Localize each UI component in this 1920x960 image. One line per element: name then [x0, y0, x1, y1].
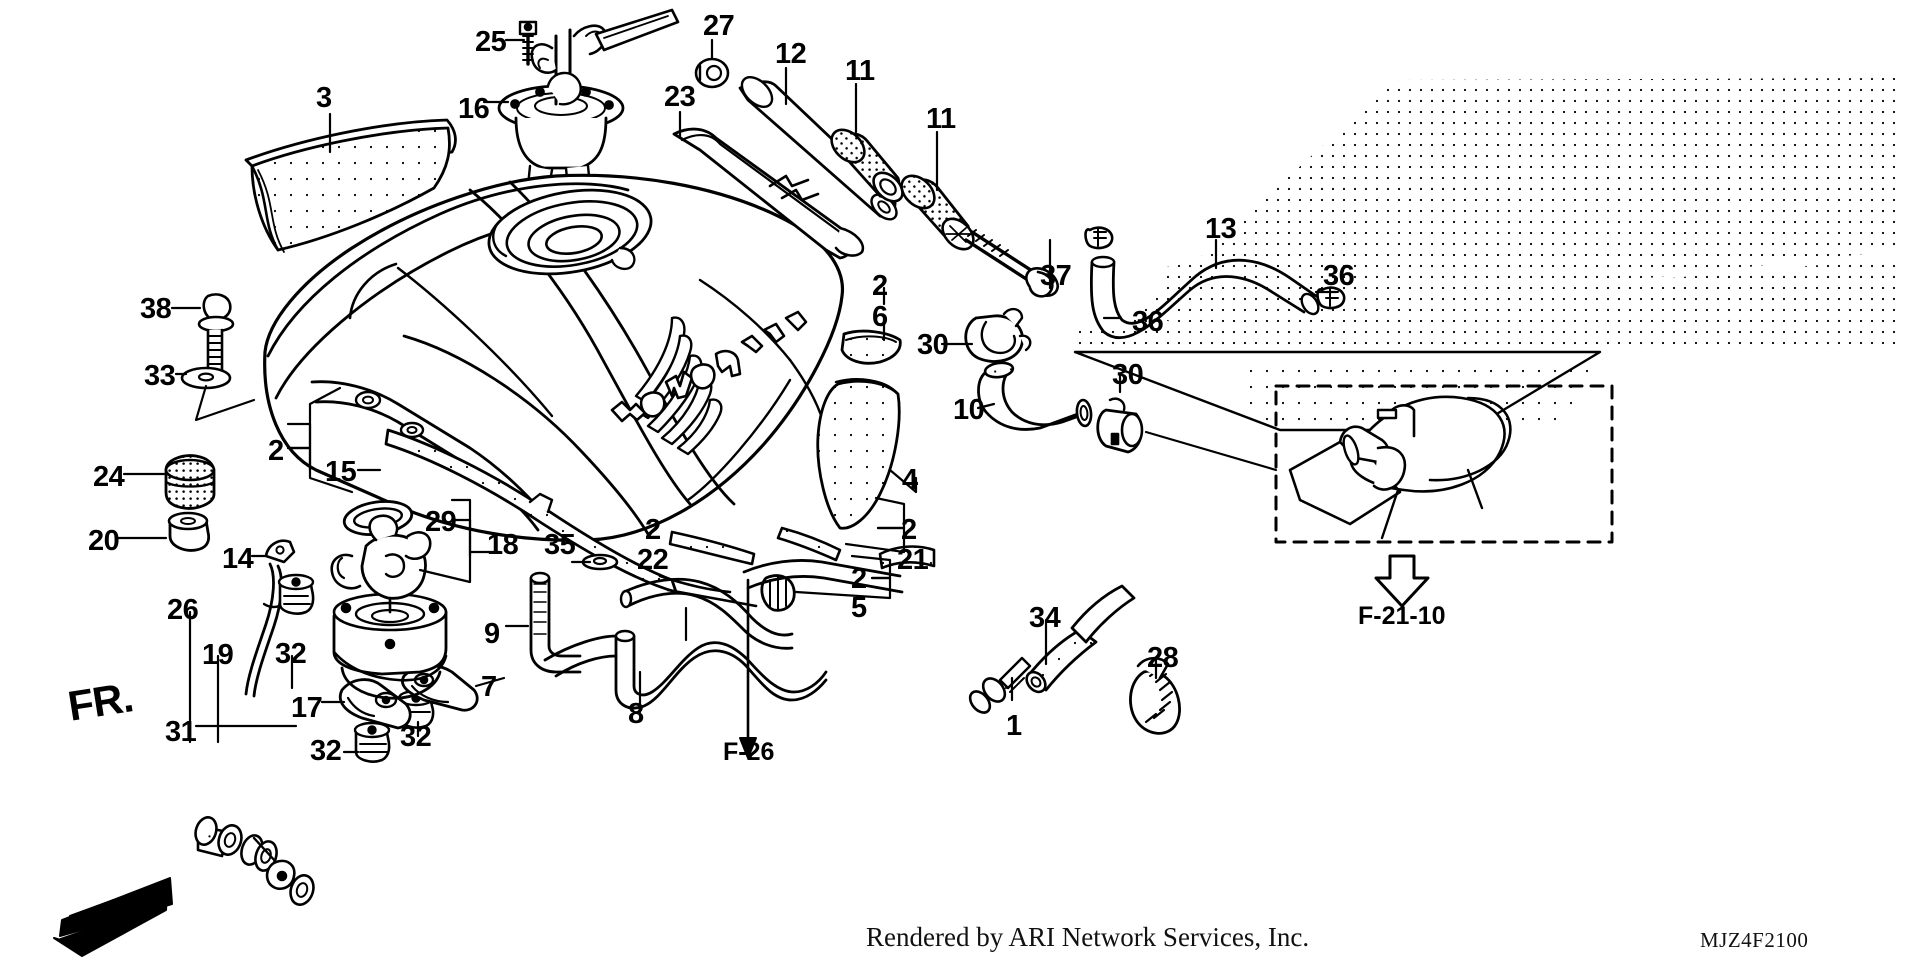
callout-number[interactable]: 16 [458, 93, 490, 125]
callout-number[interactable]: 25 [475, 26, 507, 58]
callout-number[interactable]: 14 [222, 543, 254, 575]
callout-number[interactable]: 34 [1029, 602, 1061, 634]
callout-number[interactable]: 29 [425, 506, 457, 538]
callout-number[interactable]: 24 [93, 461, 125, 493]
callout-number[interactable]: 30 [1112, 359, 1144, 391]
cross-reference-f-26[interactable]: F-26 [723, 738, 775, 766]
cross-reference-f-21-10[interactable]: F-21-10 [1358, 602, 1446, 630]
callout-number[interactable]: 32 [400, 721, 432, 753]
callout-number[interactable]: 30 [917, 329, 949, 361]
callout-number[interactable]: 12 [775, 38, 807, 70]
callout-number[interactable]: 38 [140, 293, 172, 325]
callout-number[interactable]: 11 [926, 103, 956, 135]
callout-number[interactable]: 15 [325, 456, 357, 488]
diagram-part-code: MJZ4F2100 [1700, 928, 1809, 952]
callout-number[interactable]: 37 [1040, 260, 1072, 292]
callout-number[interactable]: 7 [481, 671, 497, 703]
callout-number[interactable]: 8 [628, 698, 644, 730]
callout-number[interactable]: 20 [88, 525, 120, 557]
callout-number[interactable]: 13 [1205, 213, 1237, 245]
callout-number[interactable]: 2 [872, 270, 888, 302]
callout-number[interactable]: 35 [544, 529, 576, 561]
callout-number[interactable]: 10 [953, 394, 985, 426]
callout-number[interactable]: 2 [645, 514, 661, 546]
callout-number[interactable]: 3 [316, 82, 332, 114]
callout-number[interactable]: 5 [851, 592, 867, 624]
callout-number[interactable]: 18 [487, 529, 519, 561]
callout-number[interactable]: 26 [167, 594, 199, 626]
callout-number[interactable]: 31 [165, 716, 197, 748]
callout-number[interactable]: 28 [1147, 642, 1179, 674]
front-direction-marker: FR. [64, 673, 136, 730]
callout-number[interactable]: 21 [897, 544, 929, 576]
callout-number[interactable]: 32 [275, 638, 307, 670]
callout-number[interactable]: 22 [637, 544, 669, 576]
render-credit: Rendered by ARI Network Services, Inc. [866, 922, 1310, 952]
callout-number[interactable]: 17 [291, 692, 323, 724]
callout-number[interactable]: 36 [1323, 260, 1355, 292]
callout-number[interactable]: 4 [902, 464, 918, 496]
callout-number[interactable]: 27 [703, 10, 735, 42]
callout-number[interactable]: 6 [872, 301, 888, 333]
callout-number[interactable]: 2 [268, 435, 284, 467]
callout-number[interactable]: 1 [1006, 710, 1022, 742]
callout-number[interactable]: 32 [310, 735, 342, 767]
callout-number[interactable]: 2 [901, 514, 917, 546]
callout-number[interactable]: 2 [851, 563, 867, 595]
callout-number[interactable]: 19 [202, 639, 234, 671]
callout-number[interactable]: 23 [664, 81, 696, 113]
callout-number[interactable]: 9 [484, 618, 500, 650]
callout-number[interactable]: 36 [1132, 306, 1164, 338]
callout-number[interactable]: 33 [144, 360, 176, 392]
callout-number[interactable]: 11 [845, 55, 875, 87]
